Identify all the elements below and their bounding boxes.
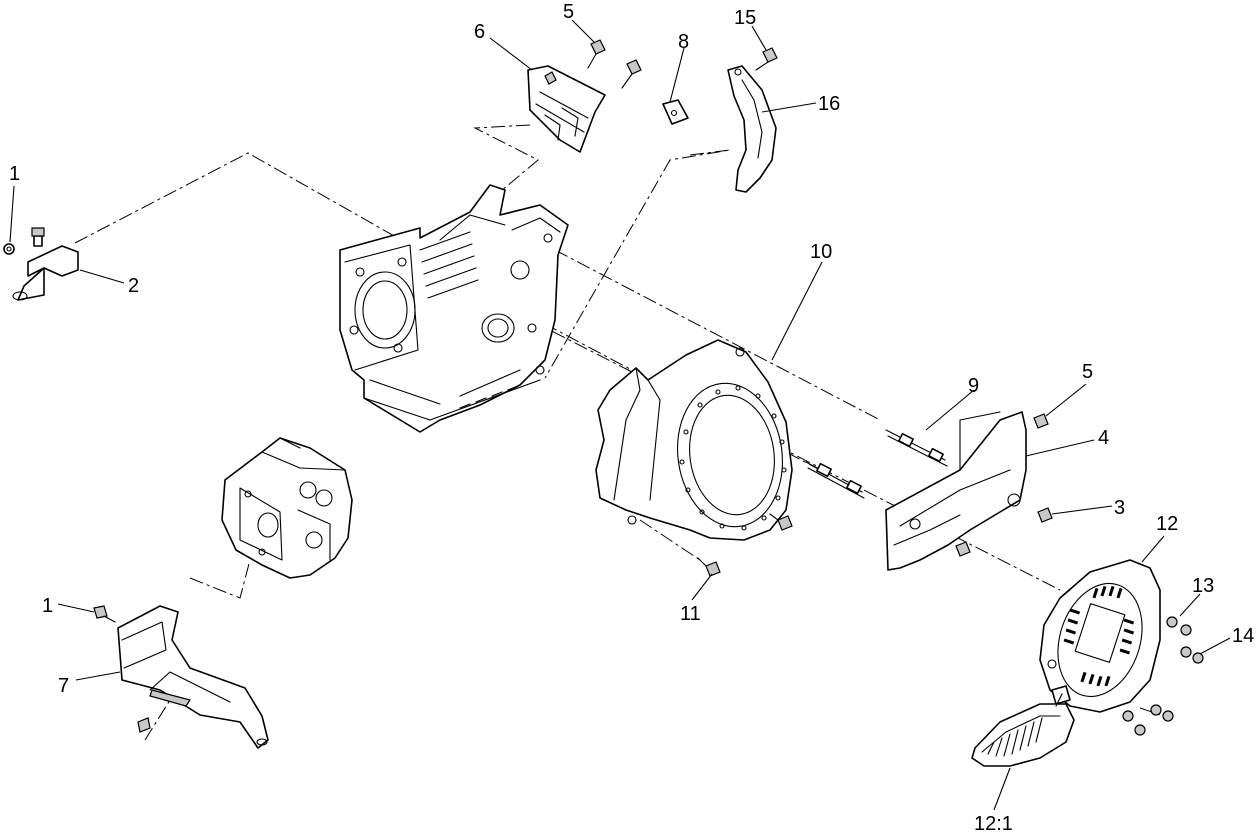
callout-10: 10 — [810, 241, 832, 263]
callout-1-top: 1 — [9, 163, 20, 185]
callout-3: 3 — [1114, 497, 1125, 519]
callout-9: 9 — [968, 375, 979, 397]
baffle-part-16 — [727, 65, 777, 193]
screw-part-5-top-b — [621, 59, 642, 89]
callout-11: 11 — [680, 603, 701, 625]
blower-housing-part-10 — [595, 339, 793, 541]
bracket-part-4 — [885, 411, 1027, 571]
cylinder-head — [221, 437, 353, 579]
callout-14: 14 — [1232, 625, 1254, 647]
callout-16: 16 — [818, 93, 840, 115]
callout-2: 2 — [128, 275, 139, 297]
shroud-part-7 — [117, 605, 269, 749]
clip-part-8 — [662, 99, 689, 125]
engine-block — [339, 184, 569, 433]
screw-part-5-right — [1033, 413, 1049, 429]
callout-12-1: 12:1 — [974, 813, 1013, 835]
callout-4: 4 — [1098, 427, 1109, 449]
callout-6: 6 — [474, 21, 485, 43]
callout-5-right: 5 — [1082, 361, 1093, 383]
callout-12: 12 — [1156, 513, 1178, 535]
starter-handle-part-12-1 — [971, 693, 1075, 767]
callout-7: 7 — [58, 675, 69, 697]
callout-15: 15 — [734, 7, 756, 29]
bracket-part-2 — [3, 227, 79, 301]
housing-rivets — [679, 385, 787, 531]
callout-1-bottom: 1 — [42, 595, 53, 617]
callout-13: 13 — [1192, 575, 1214, 597]
screw-part-1-bottom — [93, 605, 151, 733]
shroud-part-6 — [527, 65, 606, 153]
recoil-starter-part-12 — [1039, 559, 1161, 713]
housing-bolt — [769, 513, 793, 531]
stud-part-9 — [805, 429, 948, 499]
fasteners-part-13 — [1122, 616, 1192, 722]
handle-grip-ribs — [987, 717, 1043, 757]
leader-lines — [9, 19, 1231, 811]
screw-part-15 — [755, 47, 778, 71]
callout-labels: 1 2 5 6 8 15 16 10 9 5 4 3 12 13 14 11 1… — [9, 1, 1254, 835]
nut-part-3 — [1037, 507, 1053, 523]
fasteners-part-14 — [1134, 646, 1204, 736]
callout-8: 8 — [678, 31, 689, 53]
screw-part-5-top — [587, 39, 606, 69]
starter-vents — [1063, 585, 1135, 687]
callout-5-top: 5 — [563, 1, 574, 23]
screw-part-11 — [697, 557, 721, 577]
